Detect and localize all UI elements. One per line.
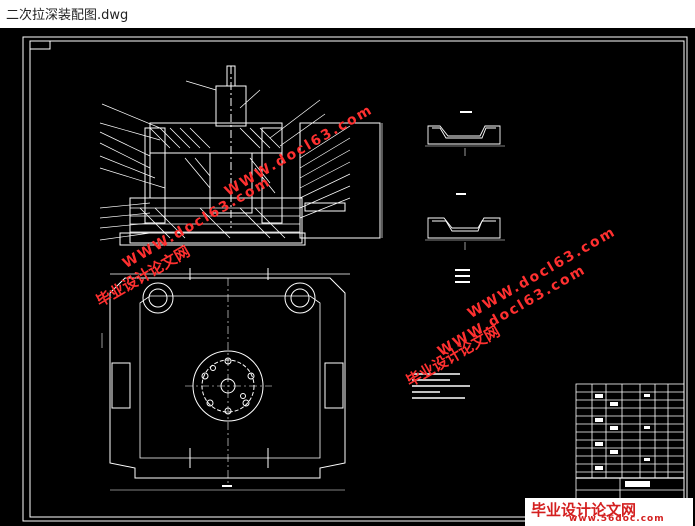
site-badge-name: 毕业设计论文网 xyxy=(531,501,637,519)
cad-drawing xyxy=(22,36,688,522)
part-details xyxy=(425,111,505,283)
site-badge-url: www.56doc.com xyxy=(569,514,665,524)
site-badge: 毕业设计论文网 www.56doc.com xyxy=(525,498,693,526)
section-view xyxy=(99,65,383,246)
tech-notes xyxy=(412,373,470,399)
window-title: 二次拉深装配图.dwg xyxy=(6,8,129,23)
drawing-canvas[interactable]: 毕业设计论文网 WWW.docl63.com WWW.docl63.com 毕业… xyxy=(0,28,695,526)
plan-view xyxy=(101,268,350,491)
window-titlebar: 二次拉深装配图.dwg xyxy=(0,0,695,28)
